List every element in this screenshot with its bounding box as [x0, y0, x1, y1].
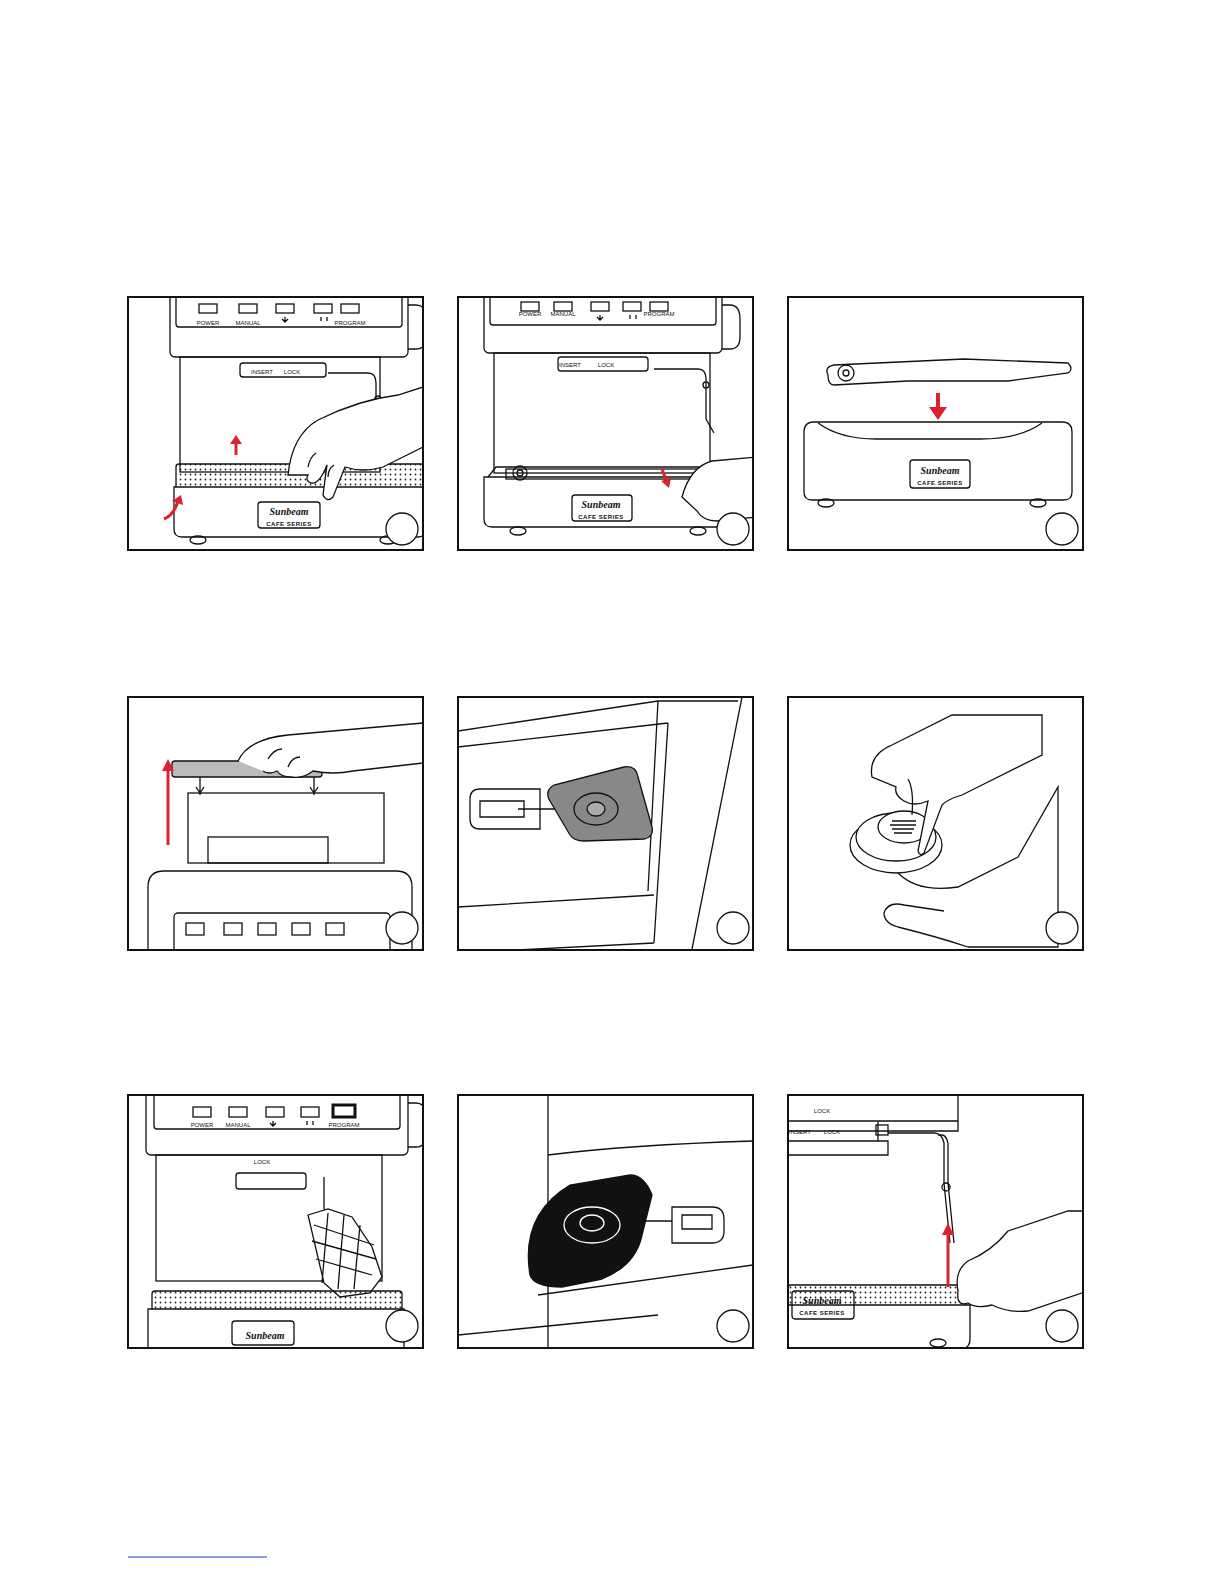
- button-label: INSERT: [559, 362, 581, 368]
- button-label: MANUAL: [235, 320, 260, 326]
- button-label: POWER: [519, 311, 542, 317]
- series-label: CAFE SERIES: [266, 521, 312, 527]
- panel-remove-tray: [128, 291, 426, 550]
- button-label: INSERT: [789, 1129, 811, 1135]
- series-label: CAFE SERIES: [578, 514, 624, 520]
- callout-circles: [386, 513, 1078, 1342]
- button-label: LOCK: [824, 1129, 840, 1135]
- brand-logo: Sunbeam: [582, 500, 621, 510]
- panel-lift-lid: [128, 697, 423, 957]
- button-label: PROGRAM: [334, 320, 365, 326]
- brand-logo: Sunbeam: [921, 466, 960, 476]
- button-label: LOCK: [254, 1159, 270, 1165]
- button-label: INSERT: [251, 369, 273, 375]
- series-label: CAFE SERIES: [917, 480, 963, 486]
- button-label: POWER: [197, 320, 220, 326]
- button-label: POWER: [191, 1122, 214, 1128]
- brand-logo: Sunbeam: [803, 1296, 842, 1306]
- series-label: CAFE SERIES: [799, 1310, 845, 1316]
- panel-tray-insert: [788, 297, 1083, 550]
- brand-logo: Sunbeam: [246, 1331, 285, 1341]
- brand-logo: Sunbeam: [270, 507, 309, 517]
- panel-descale: [128, 1089, 426, 1349]
- button-label: PROGRAM: [328, 1122, 359, 1128]
- button-label: LOCK: [598, 362, 614, 368]
- panel-selector-black: [458, 1095, 753, 1348]
- button-label: PROGRAM: [643, 311, 674, 317]
- footer-rule: [128, 1557, 267, 1558]
- panel-remove-insert: [458, 291, 757, 550]
- button-label: LOCK: [814, 1108, 830, 1114]
- panel-steam-wand: [788, 1095, 1088, 1349]
- panel-selector-grey: [458, 697, 753, 953]
- button-label: MANUAL: [225, 1122, 250, 1128]
- panel-clean-filter: [788, 697, 1083, 950]
- button-label: LOCK: [284, 369, 300, 375]
- button-label: MANUAL: [550, 311, 575, 317]
